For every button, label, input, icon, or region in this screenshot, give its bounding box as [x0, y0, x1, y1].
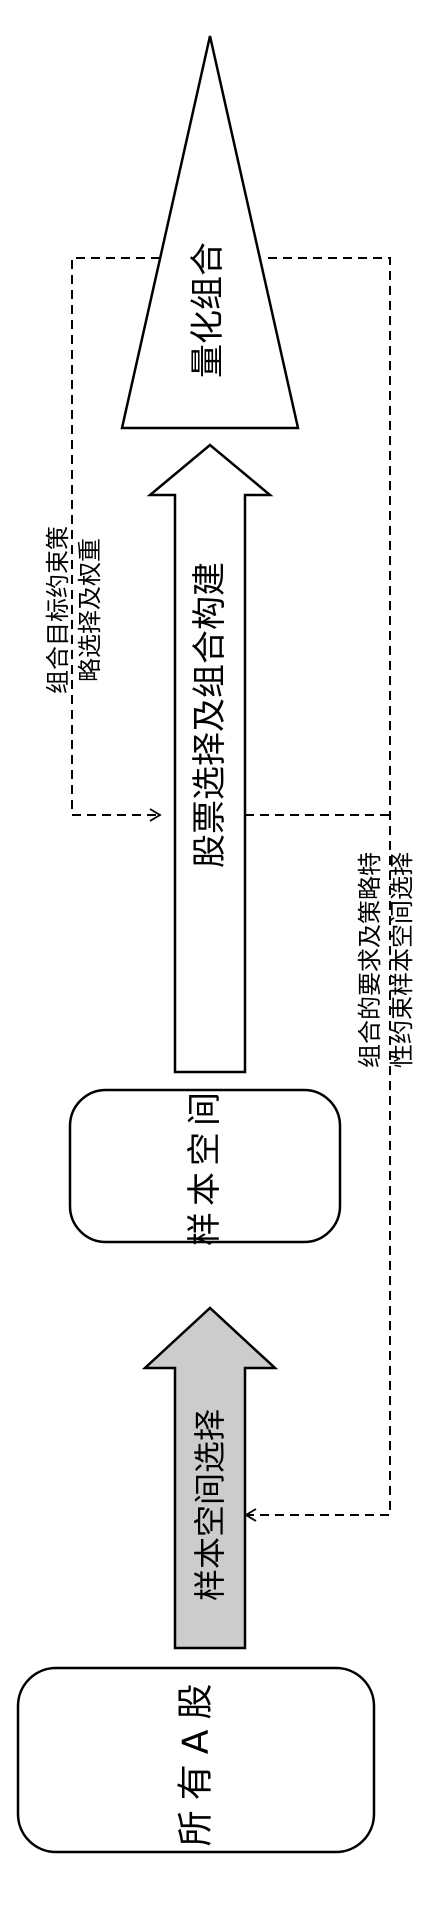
- target-feedback-line: [71, 257, 162, 822]
- note-requirements-line1: 组合的要求及策略特: [356, 852, 384, 1068]
- sample-space-selection-arrow: [141, 1306, 279, 1650]
- note-portfolio-target-line2: 略选择及权重: [76, 538, 104, 682]
- stock-selection-arrow: [146, 443, 274, 1074]
- note-portfolio-target-line1: 组合目标约束策: [44, 526, 72, 694]
- requirements-feedback-line: [244, 257, 391, 1522]
- all-a-shares-label: 所有A股: [176, 1674, 217, 1847]
- note-requirements-line2: 性约束样本空间选择: [388, 852, 416, 1068]
- all-a-shares-box: [16, 1666, 376, 1854]
- sample-space-label: 样本空间: [185, 1086, 225, 1246]
- stock-selection-label: 股票选择及组合构建: [190, 562, 230, 868]
- quant-portfolio-triangle: [120, 35, 300, 430]
- sample-space-box: [68, 1088, 342, 1244]
- quant-portfolio-label: 量化组合: [188, 242, 228, 378]
- sample-space-selection-label: 样本空间选择: [191, 1409, 229, 1601]
